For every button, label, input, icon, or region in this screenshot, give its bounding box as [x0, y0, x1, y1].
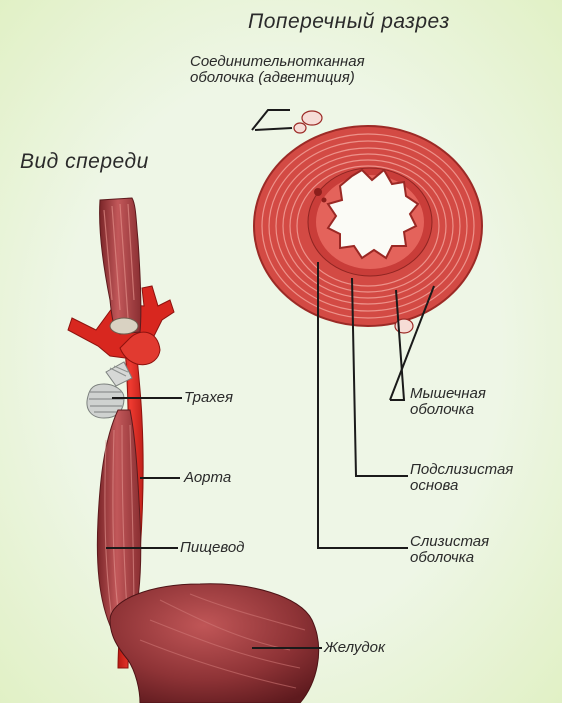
leader-adventitia: [252, 110, 290, 130]
submucosa-label-line2: основа: [410, 478, 513, 494]
submucosa-label-line1: Подслизистая: [410, 462, 513, 478]
leader-adventitia-2: [255, 128, 292, 130]
muscular-layer-label: Мышечная оболочка: [410, 386, 486, 418]
adventitia-label-line2: оболочка (адвентиция): [190, 70, 365, 86]
cricoid-ring: [110, 318, 138, 334]
aorta-label: Аорта: [184, 470, 231, 486]
stomach-label: Желудок: [324, 640, 385, 656]
esophagus-label: Пищевод: [180, 540, 244, 556]
stomach: [110, 584, 319, 703]
muscular-label-line1: Мышечная: [410, 386, 486, 402]
mucosa-label-line2: оболочка: [410, 550, 489, 566]
mucosa-label-line1: Слизистая: [410, 534, 489, 550]
submucosa-label: Подслизистая основа: [410, 462, 513, 494]
mucosa-label: Слизистая оболочка: [410, 534, 489, 566]
trachea-label: Трахея: [184, 390, 233, 406]
upper-esophagus: [100, 198, 141, 334]
cross-section-illustration: [254, 111, 482, 333]
cross-section-title: Поперечный разрез: [248, 10, 450, 34]
front-view-title: Вид спереди: [20, 150, 149, 174]
adventitia-label: Соединительнотканная оболочка (адвентици…: [190, 54, 365, 86]
muscular-label-line2: оболочка: [410, 402, 486, 418]
adventitia-label-line1: Соединительнотканная: [190, 54, 365, 70]
